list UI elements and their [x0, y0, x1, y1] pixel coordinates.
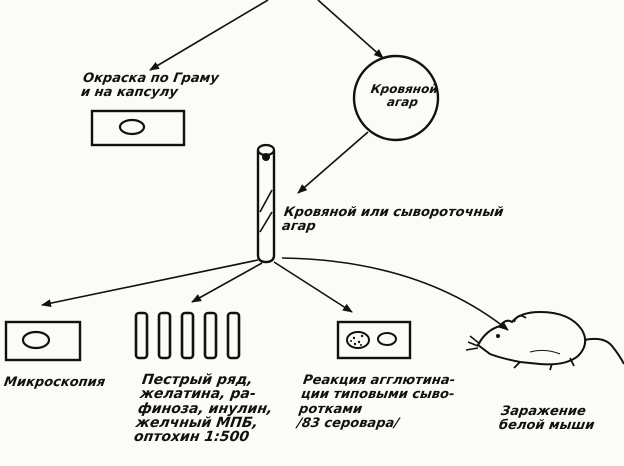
- arrow-to-mouse: [281, 257, 509, 331]
- label-mouse-infection: Заражение белой мыши: [498, 404, 596, 433]
- label-tube-agar: Кровяной или сывороточный агар: [281, 205, 505, 234]
- glass-slide-icon: [90, 109, 186, 147]
- test-tubes-icon: [134, 311, 241, 360]
- glass-slide-icon: [4, 320, 82, 362]
- test-tube-icon: [256, 143, 276, 264]
- label-gram-stain: Окраска по Граму и на капсулу: [80, 71, 220, 100]
- arrow-to-gram-stain: [149, 0, 269, 71]
- arrow-to-blood-agar: [317, 0, 384, 59]
- label-biochem-series: Пестрый ряд, желатина, ра- финоза, инули…: [132, 372, 274, 446]
- label-agglutination: Реакция агглютина- ции типовыми сыво- ро…: [296, 373, 457, 431]
- petri-dish-icon: [352, 54, 440, 142]
- arrow-to-microscopy: [41, 259, 259, 308]
- glass-slide-icon: [336, 320, 412, 360]
- arrow-dish-to-tube: [297, 131, 369, 194]
- label-blood-agar-dish: Кровяной агар: [369, 82, 439, 109]
- label-microscopy: Микроскопия: [2, 375, 107, 390]
- mouse-icon: [465, 310, 624, 371]
- arrow-to-biochem: [191, 262, 263, 303]
- arrow-to-agglutination: [273, 261, 353, 313]
